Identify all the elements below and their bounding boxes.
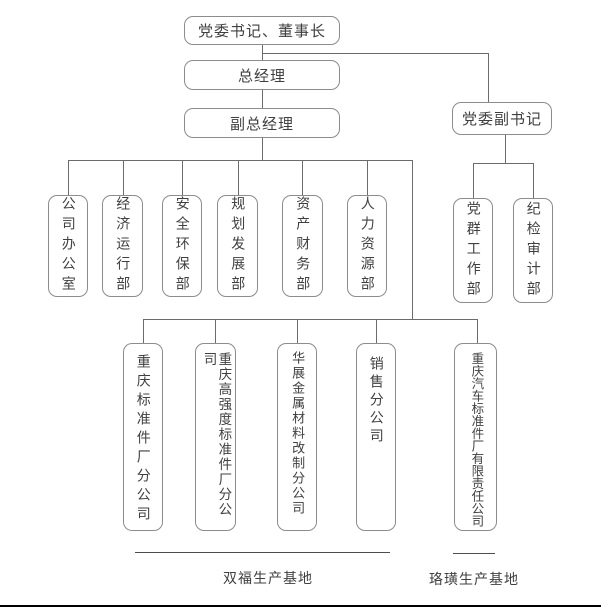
connector	[473, 163, 474, 198]
dept-box-asset-finance: 资产财务部	[282, 195, 323, 297]
dept-box-label: 安全环保部	[174, 196, 191, 296]
dept-box-human-resources: 人力资源部	[347, 195, 387, 297]
connector	[488, 53, 489, 102]
luohuang-base-label: 珞璜生产基地	[408, 569, 540, 589]
connector	[505, 135, 506, 163]
connector	[477, 319, 478, 343]
connector	[262, 45, 263, 60]
org-box-label: 总经理	[237, 67, 286, 85]
branch-box-label: 销售分公司	[368, 356, 385, 446]
luohuang-base-underline	[453, 553, 495, 554]
connector	[182, 160, 183, 195]
shuangfu-base-label: 双福生产基地	[198, 568, 338, 588]
dept-box-company-office: 公司办公室	[48, 195, 88, 297]
dept-box-label: 党群工作部	[465, 200, 482, 301]
dept-box-label: 经济运行部	[115, 196, 132, 296]
dept-box-label: 规划发展部	[230, 196, 247, 296]
base-label-text: 双福生产基地	[223, 570, 313, 586]
connector	[143, 319, 144, 343]
dept-box-safety-environment: 安全环保部	[162, 195, 202, 297]
branch-box-label: 重庆标准件厂分公司	[135, 354, 152, 525]
connector	[533, 163, 534, 198]
org-box-label: 党委书记、董事长	[197, 23, 326, 40]
branch-box-label: 重庆高强度标准件厂分公司	[201, 352, 232, 517]
branch-box-chongqing-high-strength: 重庆高强度标准件厂分公司	[195, 343, 236, 531]
connector	[68, 160, 412, 161]
dept-box-label: 资产财务部	[295, 196, 312, 296]
page-bottom-rule	[0, 605, 601, 607]
org-box-label: 党委副书记	[461, 111, 542, 128]
connector	[302, 160, 303, 195]
connector	[68, 160, 69, 195]
org-box-party-secretary-chairman: 党委书记、董事长	[184, 16, 340, 45]
dept-box-discipline-audit: 纪检审计部	[513, 198, 553, 303]
branch-box-label: 华展金属材料改制分公司	[290, 351, 306, 516]
branch-box-huazhan-metal: 华展金属材料改制分公司	[277, 343, 317, 531]
branch-box-label: 重庆汽车标准件厂有限责任公司	[469, 352, 484, 527]
dept-box-planning-development: 规划发展部	[217, 195, 258, 297]
connector	[123, 160, 124, 195]
shuangfu-base-underline	[135, 552, 390, 553]
dept-box-economic-operation: 经济运行部	[102, 195, 143, 297]
connector	[215, 319, 216, 343]
org-box-deputy-general-manager: 副总经理	[184, 108, 340, 138]
connector	[238, 160, 239, 195]
connector	[473, 163, 533, 164]
connector	[262, 90, 263, 108]
connector	[412, 160, 413, 319]
dept-box-label: 纪检审计部	[525, 200, 542, 301]
base-label-text: 珞璜生产基地	[429, 571, 519, 587]
org-box-general-manager: 总经理	[184, 60, 340, 90]
dept-box-label: 公司办公室	[60, 196, 77, 296]
org-box-label: 副总经理	[229, 115, 294, 133]
connector	[367, 160, 368, 195]
connector	[262, 53, 488, 54]
branch-box-chongqing-standard-parts: 重庆标准件厂分公司	[123, 343, 163, 531]
connector	[297, 319, 298, 343]
connector	[143, 319, 477, 320]
dept-box-party-mass-work: 党群工作部	[453, 198, 493, 303]
org-box-party-deputy-secretary: 党委副书记	[452, 102, 552, 135]
dept-box-label: 人力资源部	[359, 196, 376, 296]
connector	[262, 138, 263, 160]
branch-box-chongqing-auto-standard-parts: 重庆汽车标准件厂有限责任公司	[454, 343, 497, 531]
connector	[376, 319, 377, 343]
branch-box-sales: 销售分公司	[356, 343, 396, 531]
